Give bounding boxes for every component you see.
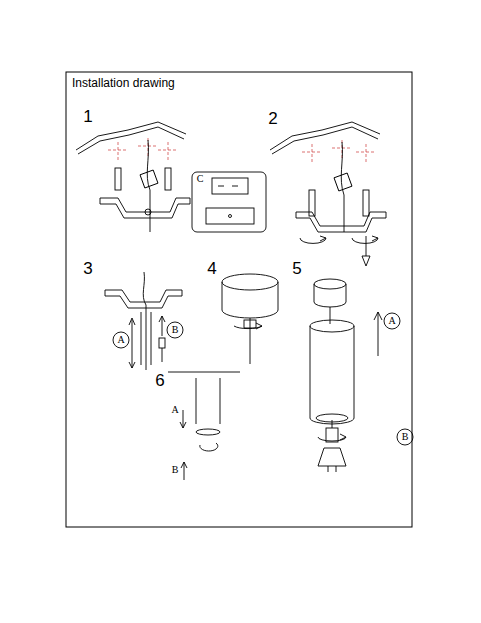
step-number: 3 (83, 260, 92, 277)
callout-letter: B (402, 432, 409, 442)
step-number: 2 (268, 110, 277, 127)
callout-letter: C (197, 174, 204, 184)
callout-letter: A (171, 405, 178, 415)
diagram-title: Installation drawing (72, 77, 175, 89)
callout-letter: A (388, 316, 395, 326)
step-number: 6 (155, 372, 164, 389)
callout-letter: B (172, 465, 179, 475)
step-number: 4 (207, 260, 216, 277)
callout-letter: B (172, 325, 179, 335)
step-number: 5 (292, 260, 301, 277)
step-number: 1 (83, 108, 92, 125)
callout-letter: A (117, 335, 124, 345)
